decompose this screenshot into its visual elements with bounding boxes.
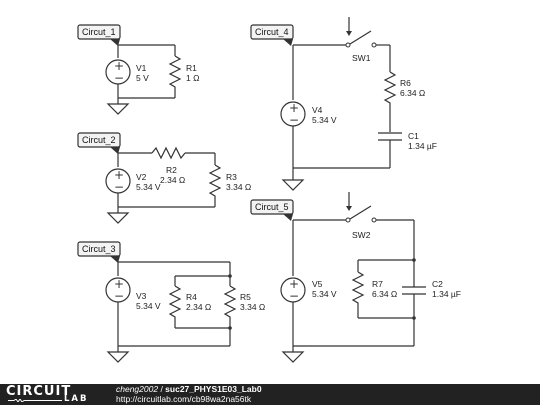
- net-tag-circut-1[interactable]: Circut_1: [77, 24, 121, 46]
- net-tag-label: Circut_2: [82, 135, 116, 145]
- circuit-title-link[interactable]: suc27_PHYS1E03_Lab0: [165, 384, 262, 394]
- r4-name: R4: [186, 292, 197, 302]
- v2-value: 5.34 V: [136, 182, 161, 192]
- plus-sign: +: [114, 277, 124, 291]
- minus-sign: −: [114, 180, 124, 194]
- r5-name: R5: [240, 292, 251, 302]
- circuit-3: Circut_3 + − V3 5.34 V R4 2.34 Ω R5 3.34…: [77, 241, 265, 363]
- r6-value: 6.34 Ω: [400, 88, 425, 98]
- net-tag-label: Circut_5: [255, 202, 289, 212]
- circuit-url-link[interactable]: http://circuitlab.com/cb98wa2na56tk: [116, 394, 252, 404]
- footer-bar: CIRCUIT LAB cheng2002 / suc27_PHYS1E03_L…: [0, 384, 540, 405]
- v4-value: 5.34 V: [312, 115, 337, 125]
- r7-name: R7: [372, 279, 383, 289]
- circuitlab-logo[interactable]: CIRCUIT LAB: [6, 384, 98, 404]
- net-tag-circut-3[interactable]: Circut_3: [77, 241, 121, 263]
- resistor-r5[interactable]: [223, 285, 237, 328]
- r2-value: 2.34 Ω: [160, 175, 185, 185]
- plus-sign: +: [114, 168, 124, 182]
- net-tag-label: Circut_4: [255, 27, 289, 37]
- net-tag-circut-5[interactable]: Circut_5: [250, 199, 294, 221]
- ground-symbol: [107, 97, 129, 115]
- v5-name: V5: [312, 279, 323, 289]
- logo-word-lab: LAB: [64, 394, 89, 404]
- resistor-r3[interactable]: [208, 164, 222, 207]
- v5-value: 5.34 V: [312, 289, 337, 299]
- resistor-r1[interactable]: [168, 55, 182, 98]
- v2-name: V2: [136, 172, 147, 182]
- r3-value: 3.34 Ω: [226, 182, 251, 192]
- c2-value: 1.34 µF: [432, 289, 461, 299]
- minus-sign: −: [289, 113, 299, 127]
- credit-separator: /: [158, 384, 166, 394]
- minus-sign: −: [114, 289, 124, 303]
- r2-name: R2: [166, 165, 177, 175]
- ground-symbol: [282, 345, 304, 363]
- v1-name: V1: [136, 63, 147, 73]
- resistor-r2[interactable]: [151, 146, 186, 160]
- voltage-source-v5[interactable]: + −: [280, 277, 306, 303]
- author-link[interactable]: cheng2002: [116, 384, 159, 394]
- r4-value: 2.34 Ω: [186, 302, 211, 312]
- schematic-canvas: Circut_1 + − V1 5 V R1 1 Ω Circut_2 R2 2…: [77, 17, 461, 363]
- v4-name: V4: [312, 105, 323, 115]
- voltage-source-v3[interactable]: + −: [105, 277, 131, 303]
- r3-name: R3: [226, 172, 237, 182]
- ground-symbol: [107, 206, 129, 224]
- minus-sign: −: [289, 289, 299, 303]
- voltage-source-v2[interactable]: + −: [105, 168, 131, 194]
- c1-value: 1.34 µF: [408, 141, 437, 151]
- v3-value: 5.34 V: [136, 301, 161, 311]
- r7-value: 6.34 Ω: [372, 289, 397, 299]
- r6-name: R6: [400, 78, 411, 88]
- resistor-r7[interactable]: [351, 271, 365, 318]
- net-tag-label: Circut_3: [82, 244, 116, 254]
- capacitor-c1[interactable]: [378, 132, 402, 141]
- minus-sign: −: [114, 71, 124, 85]
- resistor-r6[interactable]: [383, 71, 397, 132]
- net-tag-label: Circut_1: [82, 27, 116, 37]
- logo-trace-icon: [8, 399, 62, 402]
- net-tag-circut-4[interactable]: Circut_4: [250, 24, 294, 46]
- circuit-1: Circut_1 + − V1 5 V R1 1 Ω: [77, 24, 199, 115]
- r5-value: 3.34 Ω: [240, 302, 265, 312]
- circuit-4: Circut_4 SW1 R6 6.34 Ω C1 1.34 µF + −: [250, 17, 437, 191]
- r1-value: 1 Ω: [186, 73, 199, 83]
- switch-sw1[interactable]: [345, 17, 377, 48]
- ground-symbol: [282, 173, 304, 191]
- ground-symbol: [107, 345, 129, 363]
- plus-sign: +: [289, 101, 299, 115]
- footer-credit: cheng2002 / suc27_PHYS1E03_Lab0: [116, 384, 262, 394]
- c1-name: C1: [408, 131, 419, 141]
- plus-sign: +: [114, 59, 124, 73]
- capacitor-c2[interactable]: [402, 286, 426, 295]
- circuit-2: Circut_2 R2 2.34 Ω + − V2 5.34 V R3 3.34…: [77, 132, 251, 224]
- circuit-5: Circut_5 SW2 R7 6.34 Ω C2 1.34 µF: [250, 192, 461, 363]
- voltage-source-v4[interactable]: + −: [280, 101, 306, 127]
- plus-sign: +: [289, 277, 299, 291]
- sw1-name: SW1: [352, 53, 371, 63]
- r1-name: R1: [186, 63, 197, 73]
- sw2-name: SW2: [352, 230, 371, 240]
- resistor-r4[interactable]: [168, 285, 182, 328]
- voltage-source-v1[interactable]: + −: [105, 59, 131, 85]
- v3-name: V3: [136, 291, 147, 301]
- net-tag-circut-2[interactable]: Circut_2: [77, 132, 121, 154]
- c2-name: C2: [432, 279, 443, 289]
- v1-value: 5 V: [136, 73, 149, 83]
- switch-sw2[interactable]: [345, 192, 377, 223]
- logo-word-circuit: CIRCUIT: [6, 384, 72, 399]
